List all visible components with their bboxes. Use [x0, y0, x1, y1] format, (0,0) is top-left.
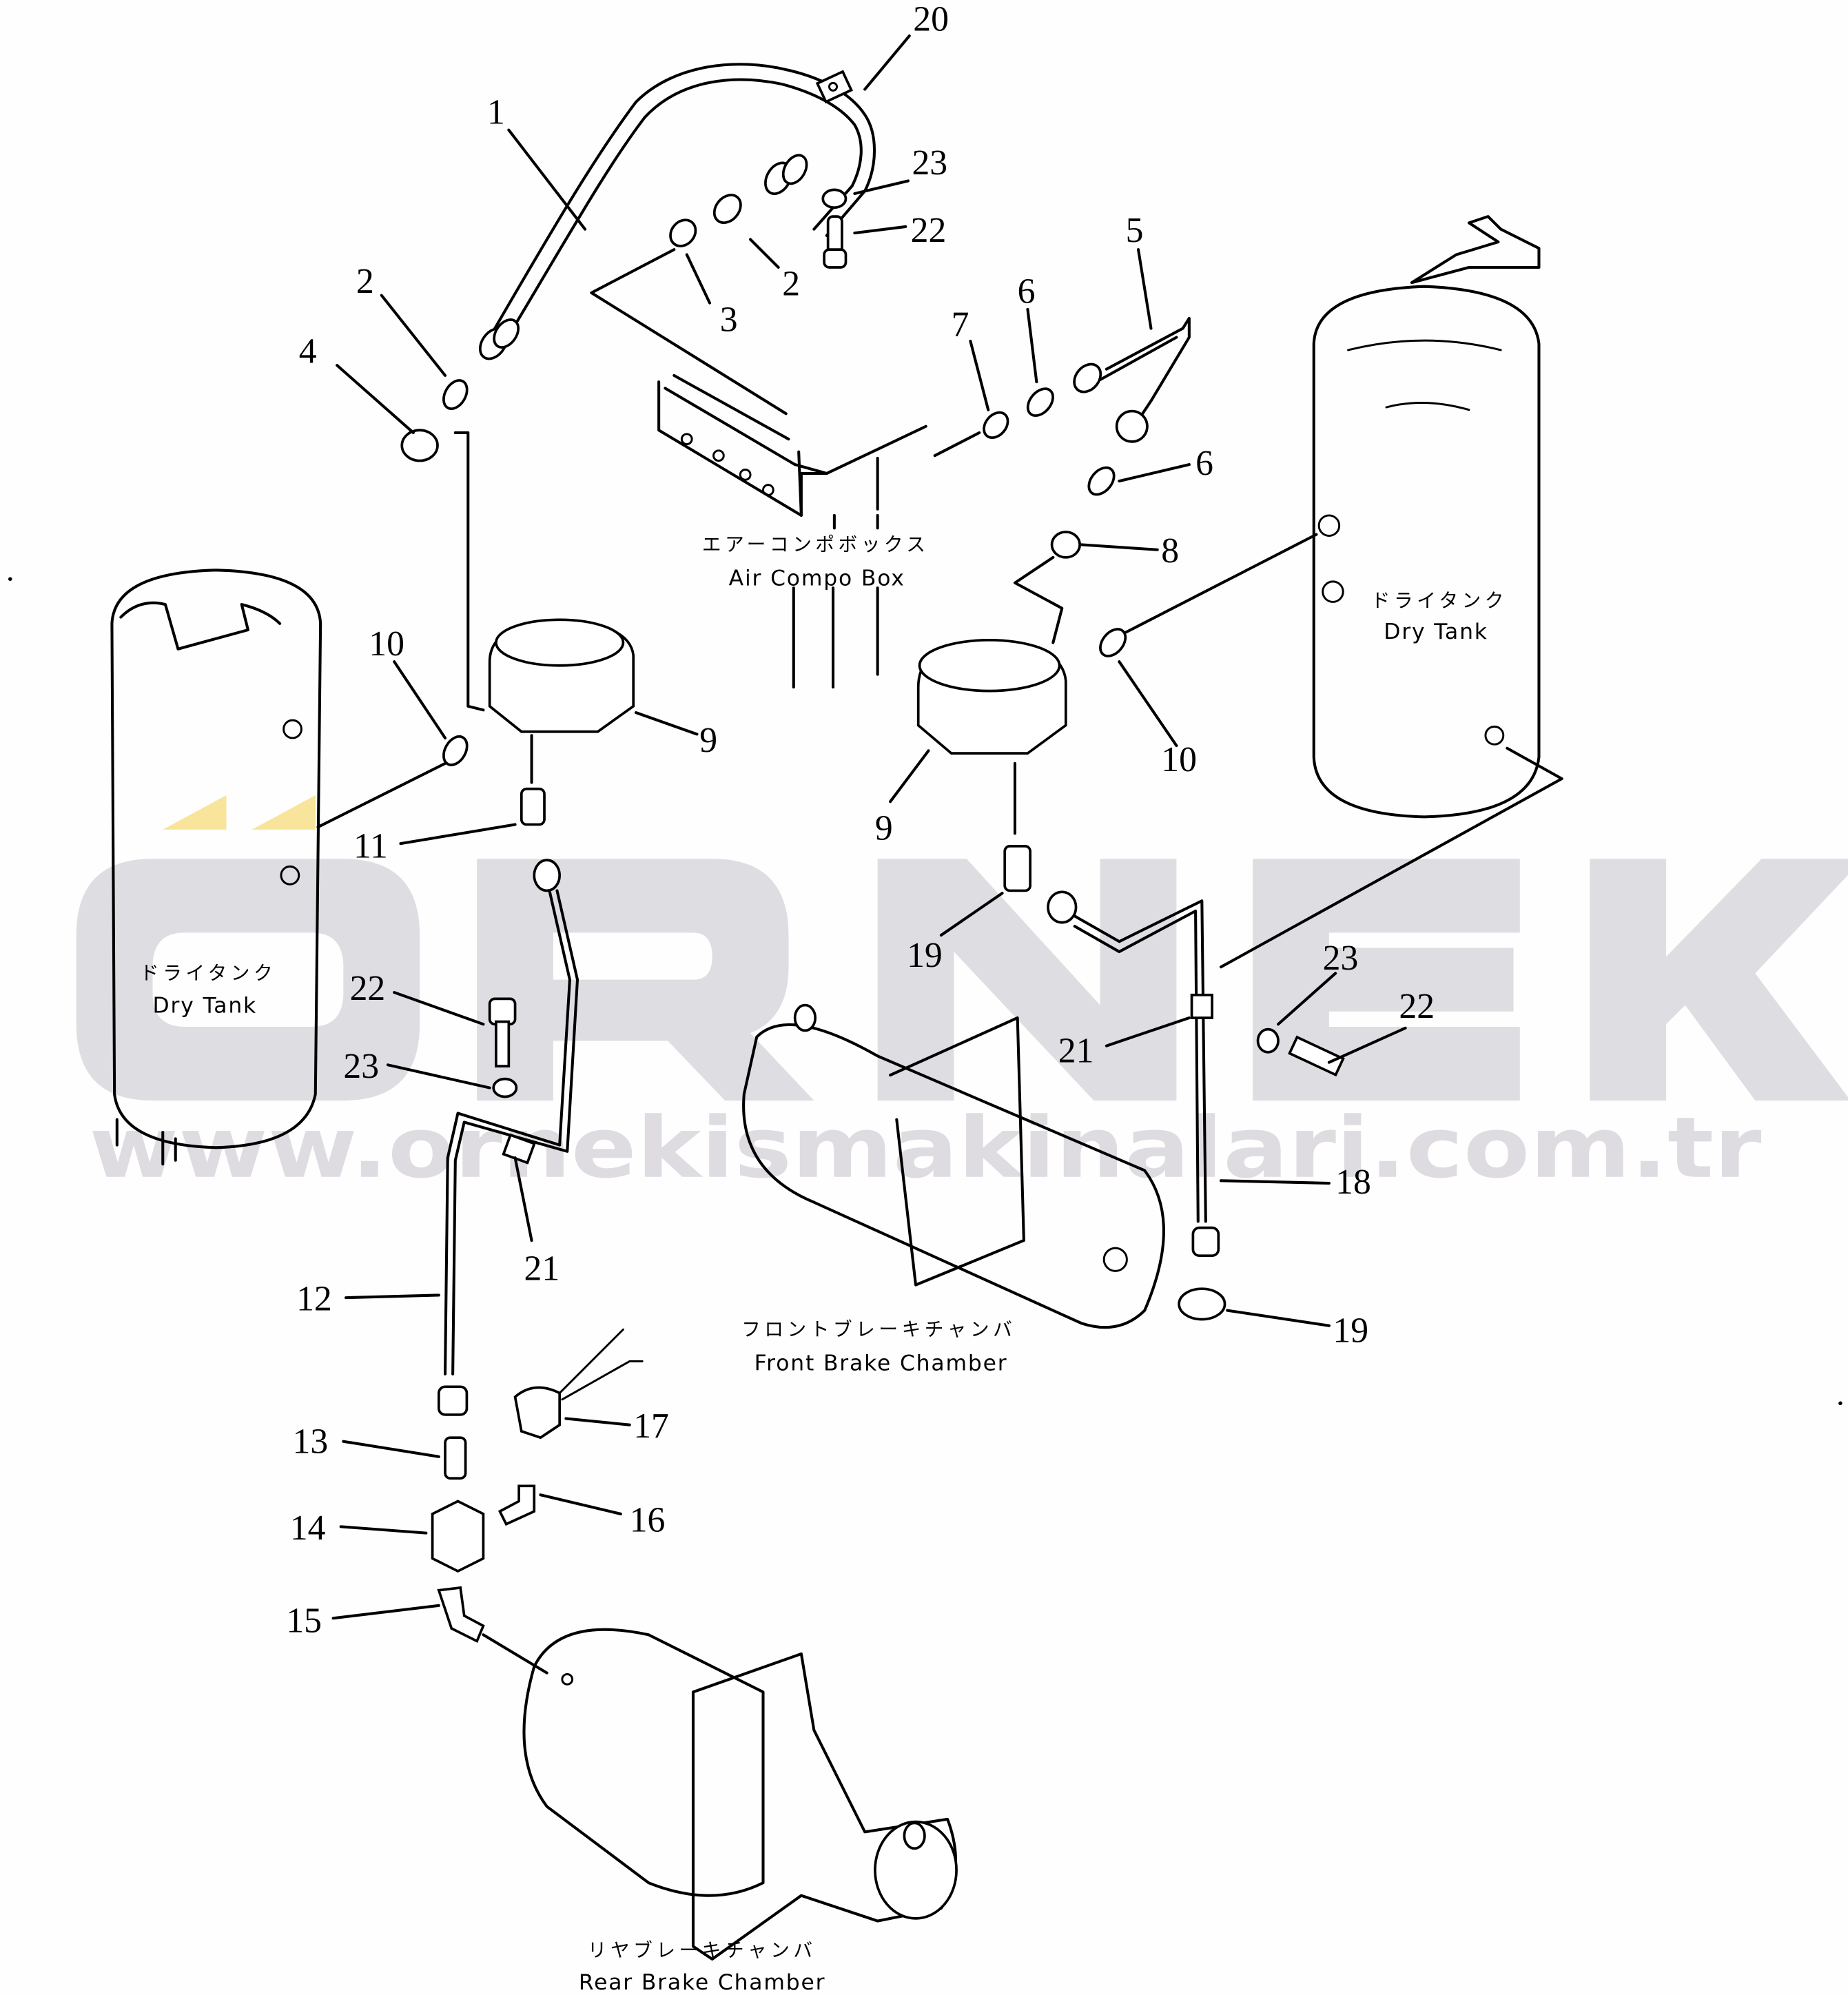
fitting-2-top — [712, 194, 742, 224]
callout-20: 20 — [913, 0, 949, 39]
elbow-4 — [400, 429, 439, 462]
callout-5: 5 — [1126, 211, 1144, 250]
callout-9-right: 9 — [875, 809, 893, 848]
washer-23-right — [1256, 1027, 1280, 1054]
stray-dot — [8, 577, 12, 581]
callout-4: 4 — [299, 331, 317, 371]
bolt-22-left — [488, 997, 518, 1098]
hose-nut-bottom — [478, 318, 520, 360]
elbow-19-top — [1003, 844, 1031, 892]
callout-12: 12 — [296, 1280, 332, 1319]
callout-22-top: 22 — [911, 211, 947, 250]
callout-18: 18 — [1335, 1163, 1371, 1202]
front-brake-chamber: フロントブレーキチャンバ Front Brake Chamber — [741, 1003, 1165, 1375]
callout-numbers: 20 1 23 22 2 3 2 4 5 6 7 6 8 10 9 9 10 1… — [286, 0, 1435, 1641]
callout-10-left: 10 — [369, 624, 404, 664]
callout-23-top: 23 — [912, 143, 947, 183]
dry-tank-right: ドライタンク Dry Tank — [1219, 215, 1563, 969]
rear-brake-chamber-label-en: Rear Brake Chamber — [579, 1970, 826, 1995]
fitting-3 — [669, 218, 697, 247]
dry-tank-right-label-jp: ドライタンク — [1371, 589, 1508, 612]
rear-brake-chamber-label-jp: リヤブレーキチャンバ — [588, 1938, 817, 1961]
relay-valve-left — [316, 618, 635, 829]
hose-nut-top — [764, 154, 808, 196]
lower-fittings — [431, 1328, 644, 1644]
watermark: www.ornekismakinalari.com.tr — [76, 795, 1848, 1197]
fitting-7 — [983, 411, 1009, 439]
hose-5-nut — [1073, 362, 1102, 393]
fittings-right — [933, 316, 1318, 657]
hose-1 — [478, 63, 876, 360]
watermark-accent-right — [251, 795, 316, 830]
block-14 — [431, 1500, 485, 1573]
callout-19-top: 19 — [907, 936, 943, 975]
watermark-letter-e — [1253, 859, 1520, 1101]
washer-23-top — [821, 188, 848, 209]
washer-23-left — [492, 1077, 518, 1098]
fittings-top — [400, 188, 848, 712]
watermark-accent-left — [163, 795, 227, 830]
callout-2-top: 2 — [782, 265, 800, 304]
fitting-2-left — [442, 379, 469, 410]
fitting-10-right — [1099, 628, 1127, 657]
callout-16: 16 — [630, 1501, 666, 1540]
stray-dot — [1838, 1401, 1842, 1406]
callout-13: 13 — [293, 1422, 329, 1461]
dry-tank-left-label-jp: ドライタンク — [140, 962, 276, 985]
fitting-6a — [1026, 387, 1054, 417]
callout-7: 7 — [952, 305, 969, 345]
elbow-8 — [1050, 531, 1081, 559]
clamp-21-right — [1190, 993, 1213, 1019]
callout-19-bottom: 19 — [1333, 1311, 1368, 1351]
callout-14: 14 — [290, 1508, 326, 1548]
callout-23-right: 23 — [1323, 939, 1359, 978]
callout-6-mid: 6 — [1195, 444, 1213, 483]
front-brake-chamber-label-jp: フロントブレーキチャンバ — [741, 1318, 1016, 1340]
callout-15: 15 — [286, 1602, 322, 1641]
air-compo-box: エアーコンポボックス Air Compo Box — [657, 374, 930, 689]
watermark-letter-r — [477, 859, 814, 1101]
air-compo-box-label-jp: エアーコンポボックス — [702, 533, 930, 556]
callout-9-left: 9 — [699, 721, 717, 760]
fitting-13 — [444, 1436, 467, 1480]
watermark-letter-k — [1590, 859, 1848, 1101]
watermark-url: www.ornekismakinalari.com.tr — [89, 1099, 1761, 1197]
callout-21-right: 21 — [1058, 1032, 1094, 1071]
callout-8: 8 — [1161, 531, 1179, 571]
switch-17 — [513, 1386, 562, 1440]
callout-10-right: 10 — [1161, 740, 1197, 779]
dry-tank-left: ドライタンク Dry Tank — [110, 569, 322, 1166]
callout-21-left: 21 — [524, 1249, 559, 1288]
callout-1: 1 — [487, 92, 505, 132]
bolt-22-right — [1288, 1035, 1345, 1077]
watermark-letter-n — [877, 859, 1177, 1101]
relay-valve-right — [916, 638, 1067, 892]
callout-22-left: 22 — [350, 969, 386, 1008]
front-brake-chamber-label-en: Front Brake Chamber — [754, 1351, 1008, 1375]
hose-5-end — [1115, 409, 1149, 443]
fitting-10-left — [442, 735, 469, 766]
leader-lines — [331, 34, 1407, 1620]
fitting-6b — [1087, 466, 1116, 496]
dry-tank-left-label-en: Dry Tank — [153, 994, 258, 1019]
watermark-letter-o — [76, 859, 420, 1101]
clamp-20 — [815, 70, 853, 104]
callout-6-top: 6 — [1018, 272, 1036, 311]
dry-tank-right-label-en: Dry Tank — [1384, 620, 1488, 644]
elbow-16 — [497, 1484, 536, 1526]
callout-22-right: 22 — [1399, 987, 1435, 1026]
callout-3: 3 — [720, 300, 738, 339]
fitting-11 — [520, 787, 546, 826]
elbow-19-bottom — [1178, 1287, 1226, 1321]
air-compo-box-label-en: Air Compo Box — [729, 566, 905, 591]
pipe-18 — [1047, 890, 1345, 1321]
callout-17: 17 — [633, 1406, 669, 1446]
rear-brake-chamber: リヤブレーキチャンバ Rear Brake Chamber — [482, 1628, 958, 1995]
callout-11: 11 — [353, 826, 388, 866]
callout-23-left: 23 — [343, 1047, 379, 1086]
elbow-15 — [437, 1586, 485, 1644]
callout-2-left: 2 — [356, 262, 374, 301]
